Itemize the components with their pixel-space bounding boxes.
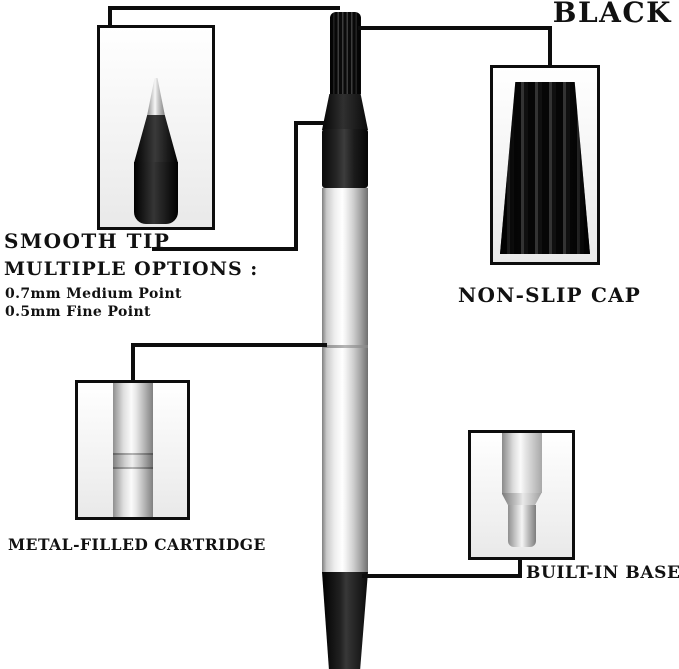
pen-cap-body bbox=[322, 129, 368, 188]
cartridge-inset bbox=[75, 380, 190, 520]
cartridge-tube-closeup bbox=[112, 383, 153, 517]
tip-shoulder-closeup bbox=[134, 115, 178, 163]
pen-tip-cone bbox=[322, 572, 368, 669]
pen-barrel bbox=[322, 188, 368, 572]
cap-closeup-wrap bbox=[493, 68, 597, 262]
option-fine-point: 0.5mm Fine Point bbox=[5, 304, 151, 320]
tip-point-closeup bbox=[147, 78, 165, 116]
connector-line-base-horizontal bbox=[362, 574, 522, 578]
cartridge-closeup-wrap bbox=[78, 383, 187, 517]
built-in-base-inset bbox=[468, 430, 575, 560]
base-step-closeup bbox=[501, 493, 542, 505]
pen-tip-closeup bbox=[100, 28, 212, 227]
connector-line-black-vertical bbox=[548, 26, 552, 67]
pen-cap-flare bbox=[322, 94, 368, 130]
smooth-tip-label: SMOOTH TIP bbox=[4, 229, 171, 253]
non-slip-cap-label: NON-SLIP CAP bbox=[458, 283, 642, 307]
base-closeup-wrap bbox=[471, 433, 572, 557]
connector-line-top-vertical bbox=[108, 6, 112, 27]
connector-line-smooth-tip bbox=[152, 247, 298, 251]
option-medium-point: 0.7mm Medium Point bbox=[5, 286, 182, 302]
multiple-options-heading: MULTIPLE OPTIONS : bbox=[4, 258, 259, 280]
built-in-base-label: BUILT-IN BASE bbox=[526, 563, 679, 583]
connector-line-cap-horizontal bbox=[294, 121, 326, 125]
metal-filled-cartridge-label: METAL-FILLED CARTRIDGE bbox=[8, 535, 266, 554]
color-name-label: BLACK bbox=[552, 0, 672, 29]
connector-line-cartridge-horizontal bbox=[131, 343, 327, 347]
smooth-tip-inset bbox=[97, 25, 215, 230]
pen-cap-top bbox=[330, 12, 361, 94]
connector-line-base-vertical bbox=[518, 558, 522, 578]
tip-body-closeup bbox=[134, 162, 178, 224]
connector-line-cartridge-vertical bbox=[131, 343, 135, 382]
base-lower-closeup bbox=[507, 505, 536, 547]
connector-line-cap-vertical bbox=[294, 121, 298, 251]
cartridge-joint-closeup bbox=[112, 453, 153, 469]
base-upper-closeup bbox=[501, 433, 542, 493]
connector-line-black-horizontal bbox=[358, 26, 552, 30]
non-slip-cap-inset bbox=[490, 65, 600, 265]
pen-barrel-seam bbox=[322, 345, 368, 348]
connector-line-top-horizontal bbox=[108, 6, 340, 10]
cap-ribbed-closeup bbox=[500, 82, 590, 254]
